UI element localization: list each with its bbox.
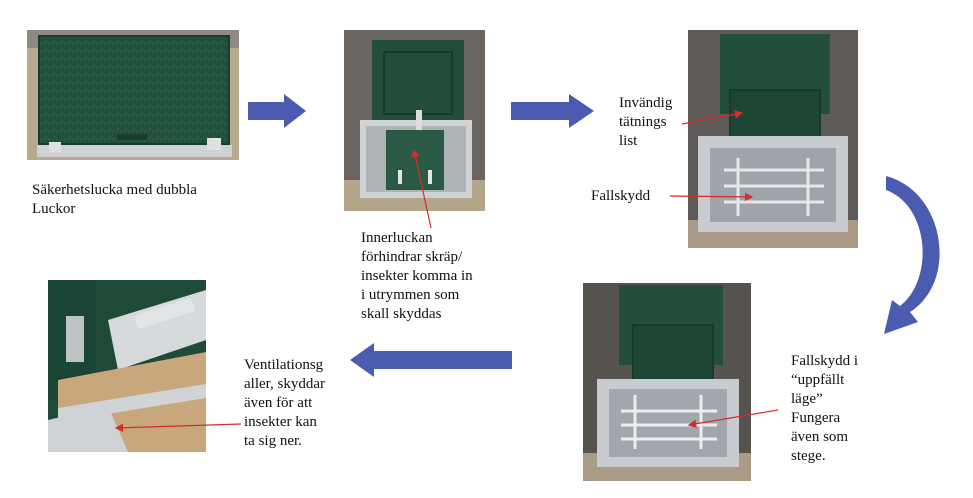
label-step3-fall: Fallskydd <box>591 188 651 204</box>
photo-seal-fall-protection <box>688 30 858 248</box>
photo-inner-lid <box>344 30 485 211</box>
label-step1: Säkerhetslucka med dubbla Luckor <box>32 182 197 217</box>
flow-arrow-right-2 <box>511 94 594 128</box>
flow-arrow-curved-down <box>884 176 940 334</box>
label-step3-seal: Invändig tätnings list <box>619 95 673 149</box>
flow-arrow-right-1 <box>248 94 306 128</box>
label-step4: Fallskydd i “uppfällt läge” Fungera även… <box>791 353 859 464</box>
photo-fall-protection-raised <box>583 283 751 481</box>
flow-arrow-left <box>350 343 512 377</box>
photo-ventilation-grille <box>48 280 206 452</box>
label-step2: Innerluckan förhindrar skräp/ insekter k… <box>361 230 473 322</box>
photo-hatch-closed <box>27 30 239 160</box>
label-step5: Ventilationsg aller, skyddar även för at… <box>244 357 326 449</box>
